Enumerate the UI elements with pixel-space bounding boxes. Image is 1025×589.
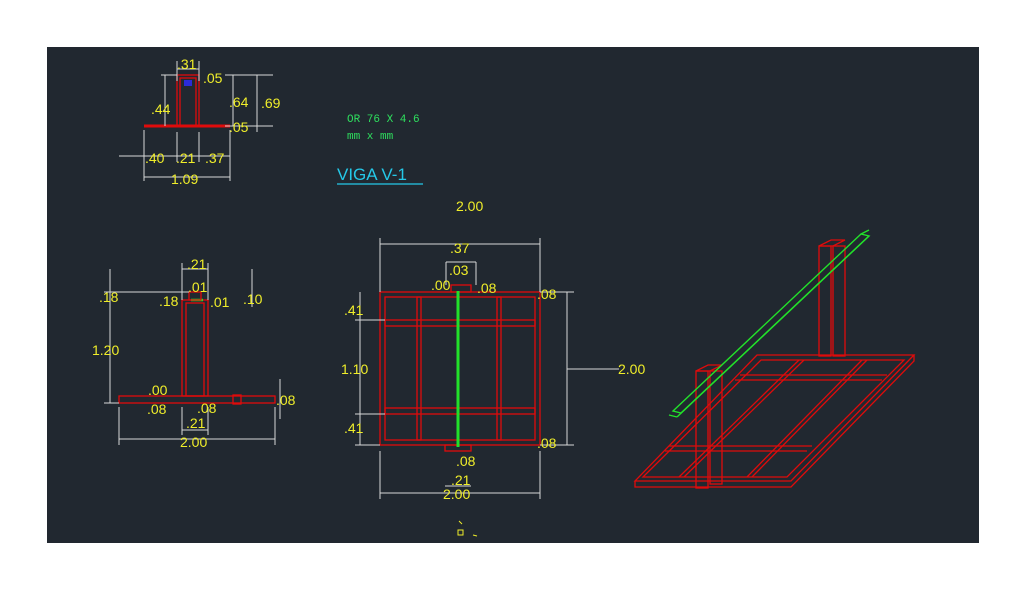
dim-label: .18 [99,289,119,305]
dim-label: 2.00 [618,361,645,377]
dim-label: .01 [188,279,208,295]
dim-label: .05 [203,70,223,86]
dim-label: .08 [147,401,167,417]
dim-label: .21 [176,150,196,166]
profile-note: OR 76 X 4.6 [347,114,420,126]
dim-label: .21 [186,415,206,431]
dim-label: .10 [243,291,263,307]
profile-units: mm x mm [347,131,394,143]
cad-drawing-canvas[interactable]: .31 .05 .64 .69 .44 .05 .40 .21 .37 1.09… [47,47,979,543]
dim-label: 1.10 [341,361,368,377]
plan-view: 2.00 .37 .03 .00 .08 .08 .41 1.10 .41 2.… [341,198,645,502]
dim-label: 2.00 [443,486,470,502]
dim-label: .69 [261,95,281,111]
dim-label: .18 [159,293,179,309]
dim-label: .08 [477,280,497,296]
cad-drawing: .31 .05 .64 .69 .44 .05 .40 .21 .37 1.09… [92,56,916,537]
dim-label: .44 [151,101,171,117]
dim-label: .41 [344,302,364,318]
section-detail: .31 .05 .64 .69 .44 .05 .40 .21 .37 1.09 [119,56,281,187]
dim-label: .05 [229,119,249,135]
section-beam-profile [184,80,192,86]
dim-label: .21 [451,472,471,488]
plan-frame [379,291,541,446]
dim-label: .08 [456,453,476,469]
dim-label: 1.20 [92,342,119,358]
drawing-title: VIGA V-1 [337,165,407,184]
dim-label: .41 [344,420,364,436]
dim-label: .08 [276,392,296,408]
dim-label: 1.09 [171,171,198,187]
dim-label: .08 [197,400,217,416]
dim-label: .37 [205,150,225,166]
dim-label: .64 [229,94,249,110]
dim-label: .40 [145,150,165,166]
dim-label: .31 [177,56,197,72]
dim-label: 2.00 [180,434,207,450]
dim-label: .00 [148,382,168,398]
isometric-view [633,229,916,489]
elevation-view: .21 .18 .18 .01 .01 .10 1.20 .00 .08 .08… [92,256,296,450]
iso-beam [671,233,871,414]
dim-label: .08 [537,435,557,451]
dim-label: .00 [431,277,451,293]
dim-label: .37 [450,240,470,256]
dim-label: .21 [187,256,207,272]
dim-label: 2.00 [456,198,483,214]
ucs-icon [457,520,478,537]
dim-label: .03 [449,262,469,278]
dim-label: .08 [537,286,557,302]
dim-label: .01 [210,294,230,310]
